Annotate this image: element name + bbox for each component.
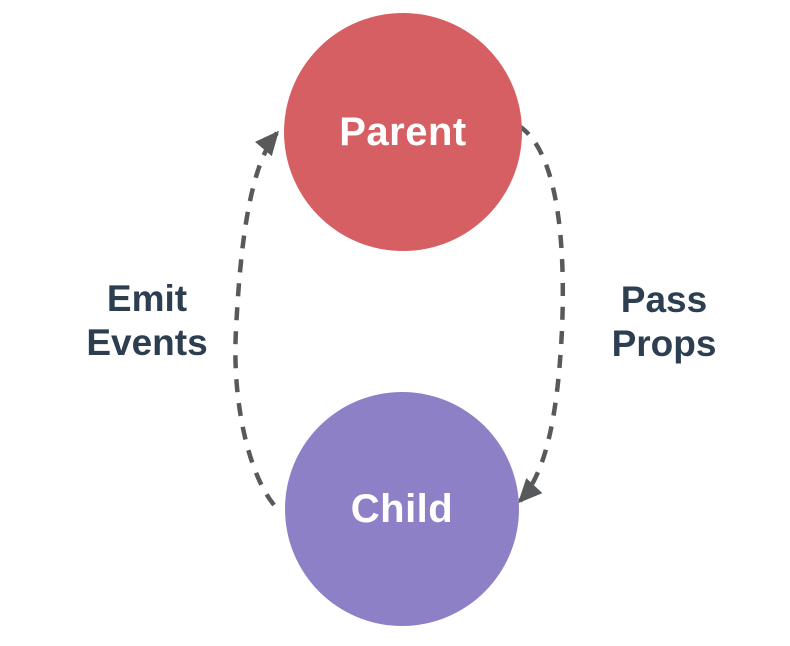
emit-events-label: Emit Events <box>86 278 208 363</box>
node-parent: Parent <box>284 13 522 251</box>
pass-props-arrow <box>517 124 566 504</box>
emit-events-arrow <box>233 130 279 507</box>
node-child: Child <box>285 392 519 626</box>
parent-node-label: Parent <box>339 109 467 154</box>
pass-props-label: Pass Props <box>611 279 717 364</box>
child-node-label: Child <box>350 486 454 531</box>
